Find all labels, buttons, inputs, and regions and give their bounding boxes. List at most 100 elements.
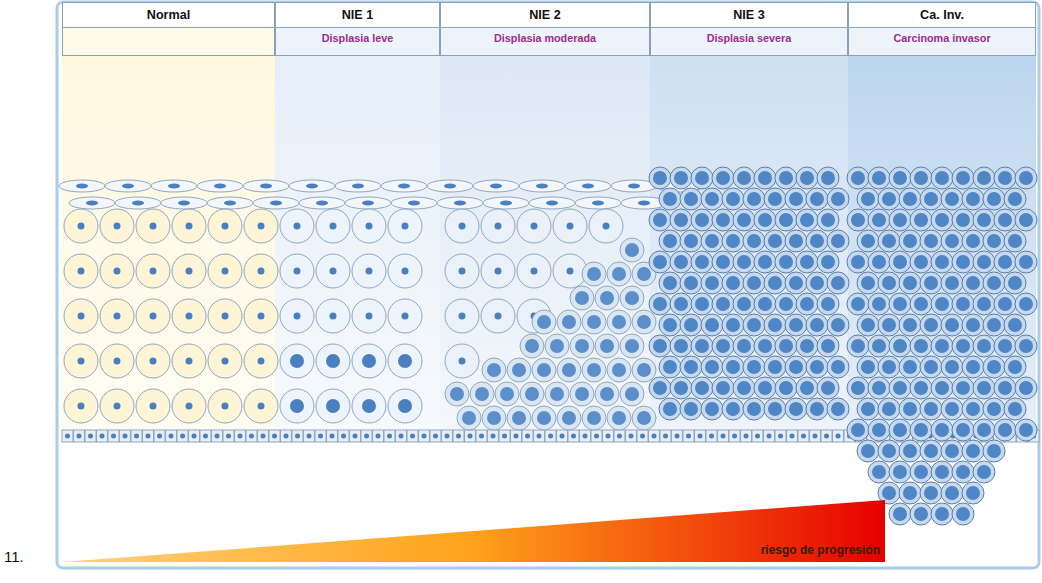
cell xyxy=(903,360,917,374)
cell xyxy=(632,358,656,382)
cell xyxy=(280,389,314,423)
cell xyxy=(789,234,803,248)
cell xyxy=(712,377,734,399)
cell xyxy=(831,402,845,416)
cell xyxy=(476,430,487,442)
cell xyxy=(445,254,479,288)
cell xyxy=(88,434,93,439)
cell xyxy=(258,430,269,442)
cell xyxy=(914,423,928,437)
cell xyxy=(893,171,907,185)
cell xyxy=(899,272,921,294)
cell xyxy=(326,399,340,413)
cell xyxy=(827,230,849,252)
cell xyxy=(253,197,299,209)
cell xyxy=(790,434,795,439)
cell xyxy=(1008,192,1022,206)
stage-title: NIE 1 xyxy=(276,3,439,28)
cell xyxy=(945,444,959,458)
cell xyxy=(903,234,917,248)
cell xyxy=(973,167,995,189)
cell xyxy=(882,276,896,290)
cell xyxy=(910,419,932,441)
cell xyxy=(733,167,755,189)
cell xyxy=(203,434,208,439)
cell xyxy=(495,313,502,320)
cell xyxy=(169,434,174,439)
cell xyxy=(779,381,793,395)
cell xyxy=(941,356,963,378)
cell xyxy=(941,482,963,504)
cell xyxy=(931,503,953,525)
cell xyxy=(789,402,803,416)
cell xyxy=(670,293,692,315)
cell xyxy=(222,268,229,275)
cell xyxy=(445,209,479,243)
cell xyxy=(550,387,564,401)
cell xyxy=(280,299,314,333)
cell xyxy=(998,255,1012,269)
cell xyxy=(456,434,461,439)
cell xyxy=(583,434,588,439)
cell xyxy=(796,377,818,399)
cell xyxy=(659,398,681,420)
cell xyxy=(459,268,466,275)
cell xyxy=(468,434,473,439)
cell xyxy=(166,430,177,442)
cell xyxy=(522,430,533,442)
cell xyxy=(177,430,188,442)
cell xyxy=(86,201,98,206)
cell xyxy=(857,440,879,462)
cell xyxy=(712,293,734,315)
cell xyxy=(737,213,751,227)
cell xyxy=(847,377,869,399)
cell xyxy=(705,318,719,332)
cell xyxy=(238,434,243,439)
cell xyxy=(868,293,890,315)
cell xyxy=(684,234,698,248)
cell xyxy=(952,335,974,357)
cell xyxy=(548,434,553,439)
cell xyxy=(445,382,469,406)
cell xyxy=(289,180,335,192)
cell xyxy=(998,171,1012,185)
cell xyxy=(327,430,338,442)
cell xyxy=(186,313,193,320)
cell xyxy=(966,402,980,416)
cell xyxy=(973,377,995,399)
cell xyxy=(408,201,420,206)
cell xyxy=(582,358,606,382)
cell xyxy=(670,335,692,357)
cell xyxy=(827,356,849,378)
cell xyxy=(851,339,865,353)
cell xyxy=(768,318,782,332)
cell xyxy=(570,334,594,358)
cell xyxy=(889,377,911,399)
cell xyxy=(977,339,991,353)
cell xyxy=(935,213,949,227)
cell xyxy=(100,299,134,333)
cell xyxy=(775,335,797,357)
cell xyxy=(801,434,806,439)
cell xyxy=(998,423,1012,437)
cell xyxy=(994,167,1016,189)
cell xyxy=(914,507,928,521)
cell xyxy=(789,360,803,374)
cell xyxy=(893,297,907,311)
cell xyxy=(1015,167,1037,189)
cell xyxy=(758,297,772,311)
stage-header: Ca. Inv.Carcinoma invasor xyxy=(848,2,1036,56)
cell xyxy=(737,339,751,353)
cell xyxy=(983,230,1005,252)
cell xyxy=(973,293,995,315)
cell xyxy=(817,251,839,273)
cell xyxy=(764,356,786,378)
cell xyxy=(587,315,601,329)
cell xyxy=(889,461,911,483)
cell xyxy=(525,434,530,439)
cell xyxy=(459,313,466,320)
cell xyxy=(362,399,376,413)
cell xyxy=(136,254,170,288)
cell xyxy=(851,255,865,269)
cell xyxy=(78,223,85,230)
